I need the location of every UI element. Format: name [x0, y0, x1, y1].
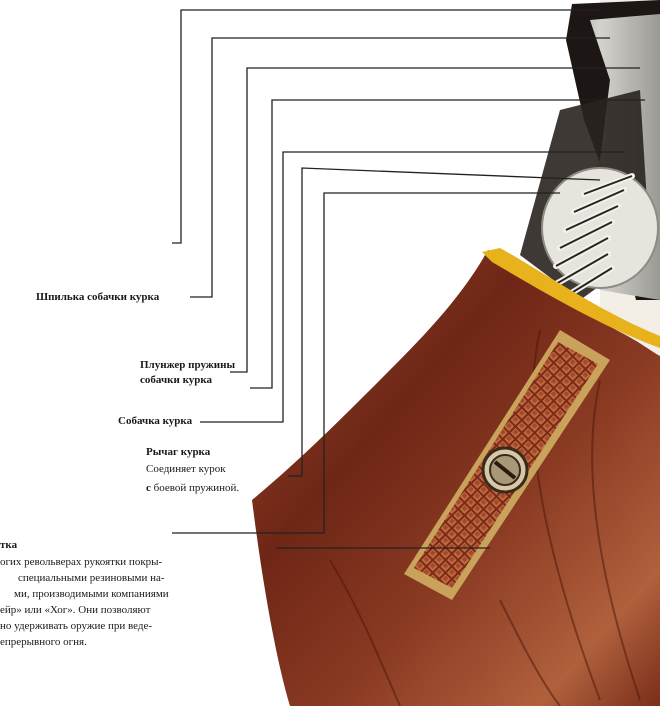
label-lever-desc-line2: с боевой пружиной.: [146, 481, 239, 495]
grip-desc-line5: но удерживать оружие при веде-: [0, 619, 152, 633]
lever-desc-rest: боевой пружиной.: [151, 482, 239, 494]
grip-desc-line1: огих револьверах рукоятки покры-: [0, 555, 162, 569]
label-hammer-pin: Шпилька собачки курка: [36, 290, 159, 304]
label-grip-title: тка: [0, 538, 17, 552]
label-lever-title: Рычаг курка: [146, 445, 210, 459]
grip-desc-line4: ейр» или «Хог». Они позволяют: [0, 603, 150, 617]
grip-desc-line2: специальными резиновыми на-: [18, 571, 165, 585]
label-hammer-pawl: Собачка курка: [118, 414, 192, 428]
label-plunger-line2: собачки курка: [140, 373, 212, 387]
grip-desc-line3: ми, производимыми компаниями: [14, 587, 169, 601]
grip-desc-line6: епрерывного огня.: [0, 635, 87, 649]
label-plunger-line1: Плунжер пружины: [140, 358, 235, 372]
label-lever-desc-line1: Соединяет курок: [146, 462, 226, 476]
